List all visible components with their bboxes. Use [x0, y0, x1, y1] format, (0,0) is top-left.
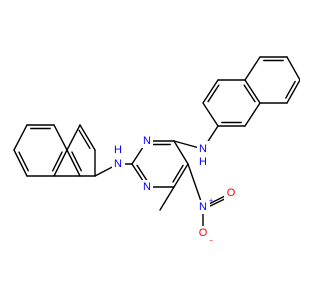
- nitro-oxygen-charge: −: [209, 238, 213, 245]
- bond-naph-left-inner: [18, 151, 30, 172]
- bond-naph-left: [66, 124, 81, 151]
- bond-naph-right: [244, 79, 261, 104]
- ring-nitrogen-top: N: [143, 135, 151, 147]
- nitro-nitrogen-charge: +: [209, 198, 213, 205]
- bond-methyl: [159, 186, 175, 211]
- bond-naph-left-inner: [71, 151, 83, 172]
- bond-naph-left: [53, 149, 68, 177]
- bond-layer: [13, 56, 300, 234]
- bond-naph-left-inner: [78, 129, 91, 150]
- bond-naph-left: [66, 149, 81, 177]
- bond-naph-right: [244, 102, 261, 127]
- bond-naph-right-inner: [243, 84, 256, 103]
- amine-nitrogen-left: N: [114, 158, 122, 170]
- bond-naph-right: [286, 56, 300, 81]
- nitro-oxygen-single: O: [199, 227, 208, 239]
- bond-naph-right-inner: [207, 84, 220, 103]
- bond-naph-right: [286, 79, 300, 104]
- nitro-oxygen-double: O: [227, 187, 236, 199]
- atom-layer: N N H N N H N + O O −: [112, 134, 238, 245]
- bond-naph-right: [202, 102, 219, 127]
- amine-hydrogen-left: H: [114, 144, 122, 156]
- bond-naph-right: [244, 56, 261, 81]
- bond-naph-left: [13, 149, 28, 177]
- amine-nitrogen-right: N: [199, 143, 207, 155]
- bond-naph-left: [53, 124, 68, 151]
- molecule-structure: N N H N N H N + O O −: [13, 56, 300, 245]
- bond-ring-inner: [136, 164, 149, 183]
- bond-ring: [173, 140, 189, 165]
- bond-naph-right: [202, 79, 219, 104]
- bond-naph-left-inner: [51, 151, 63, 172]
- nitro-nitrogen: N: [199, 201, 207, 213]
- bond-naph-right-inner: [285, 80, 296, 99]
- bond-naph-left: [13, 124, 28, 151]
- bond-ring: [173, 163, 189, 188]
- ring-nitrogen-bottom: N: [143, 181, 151, 193]
- bond-naph-left: [79, 124, 96, 151]
- amine-hydrogen-right: H: [199, 156, 207, 168]
- bond-ring-inner: [172, 164, 184, 183]
- bond-nitro: [187, 163, 204, 208]
